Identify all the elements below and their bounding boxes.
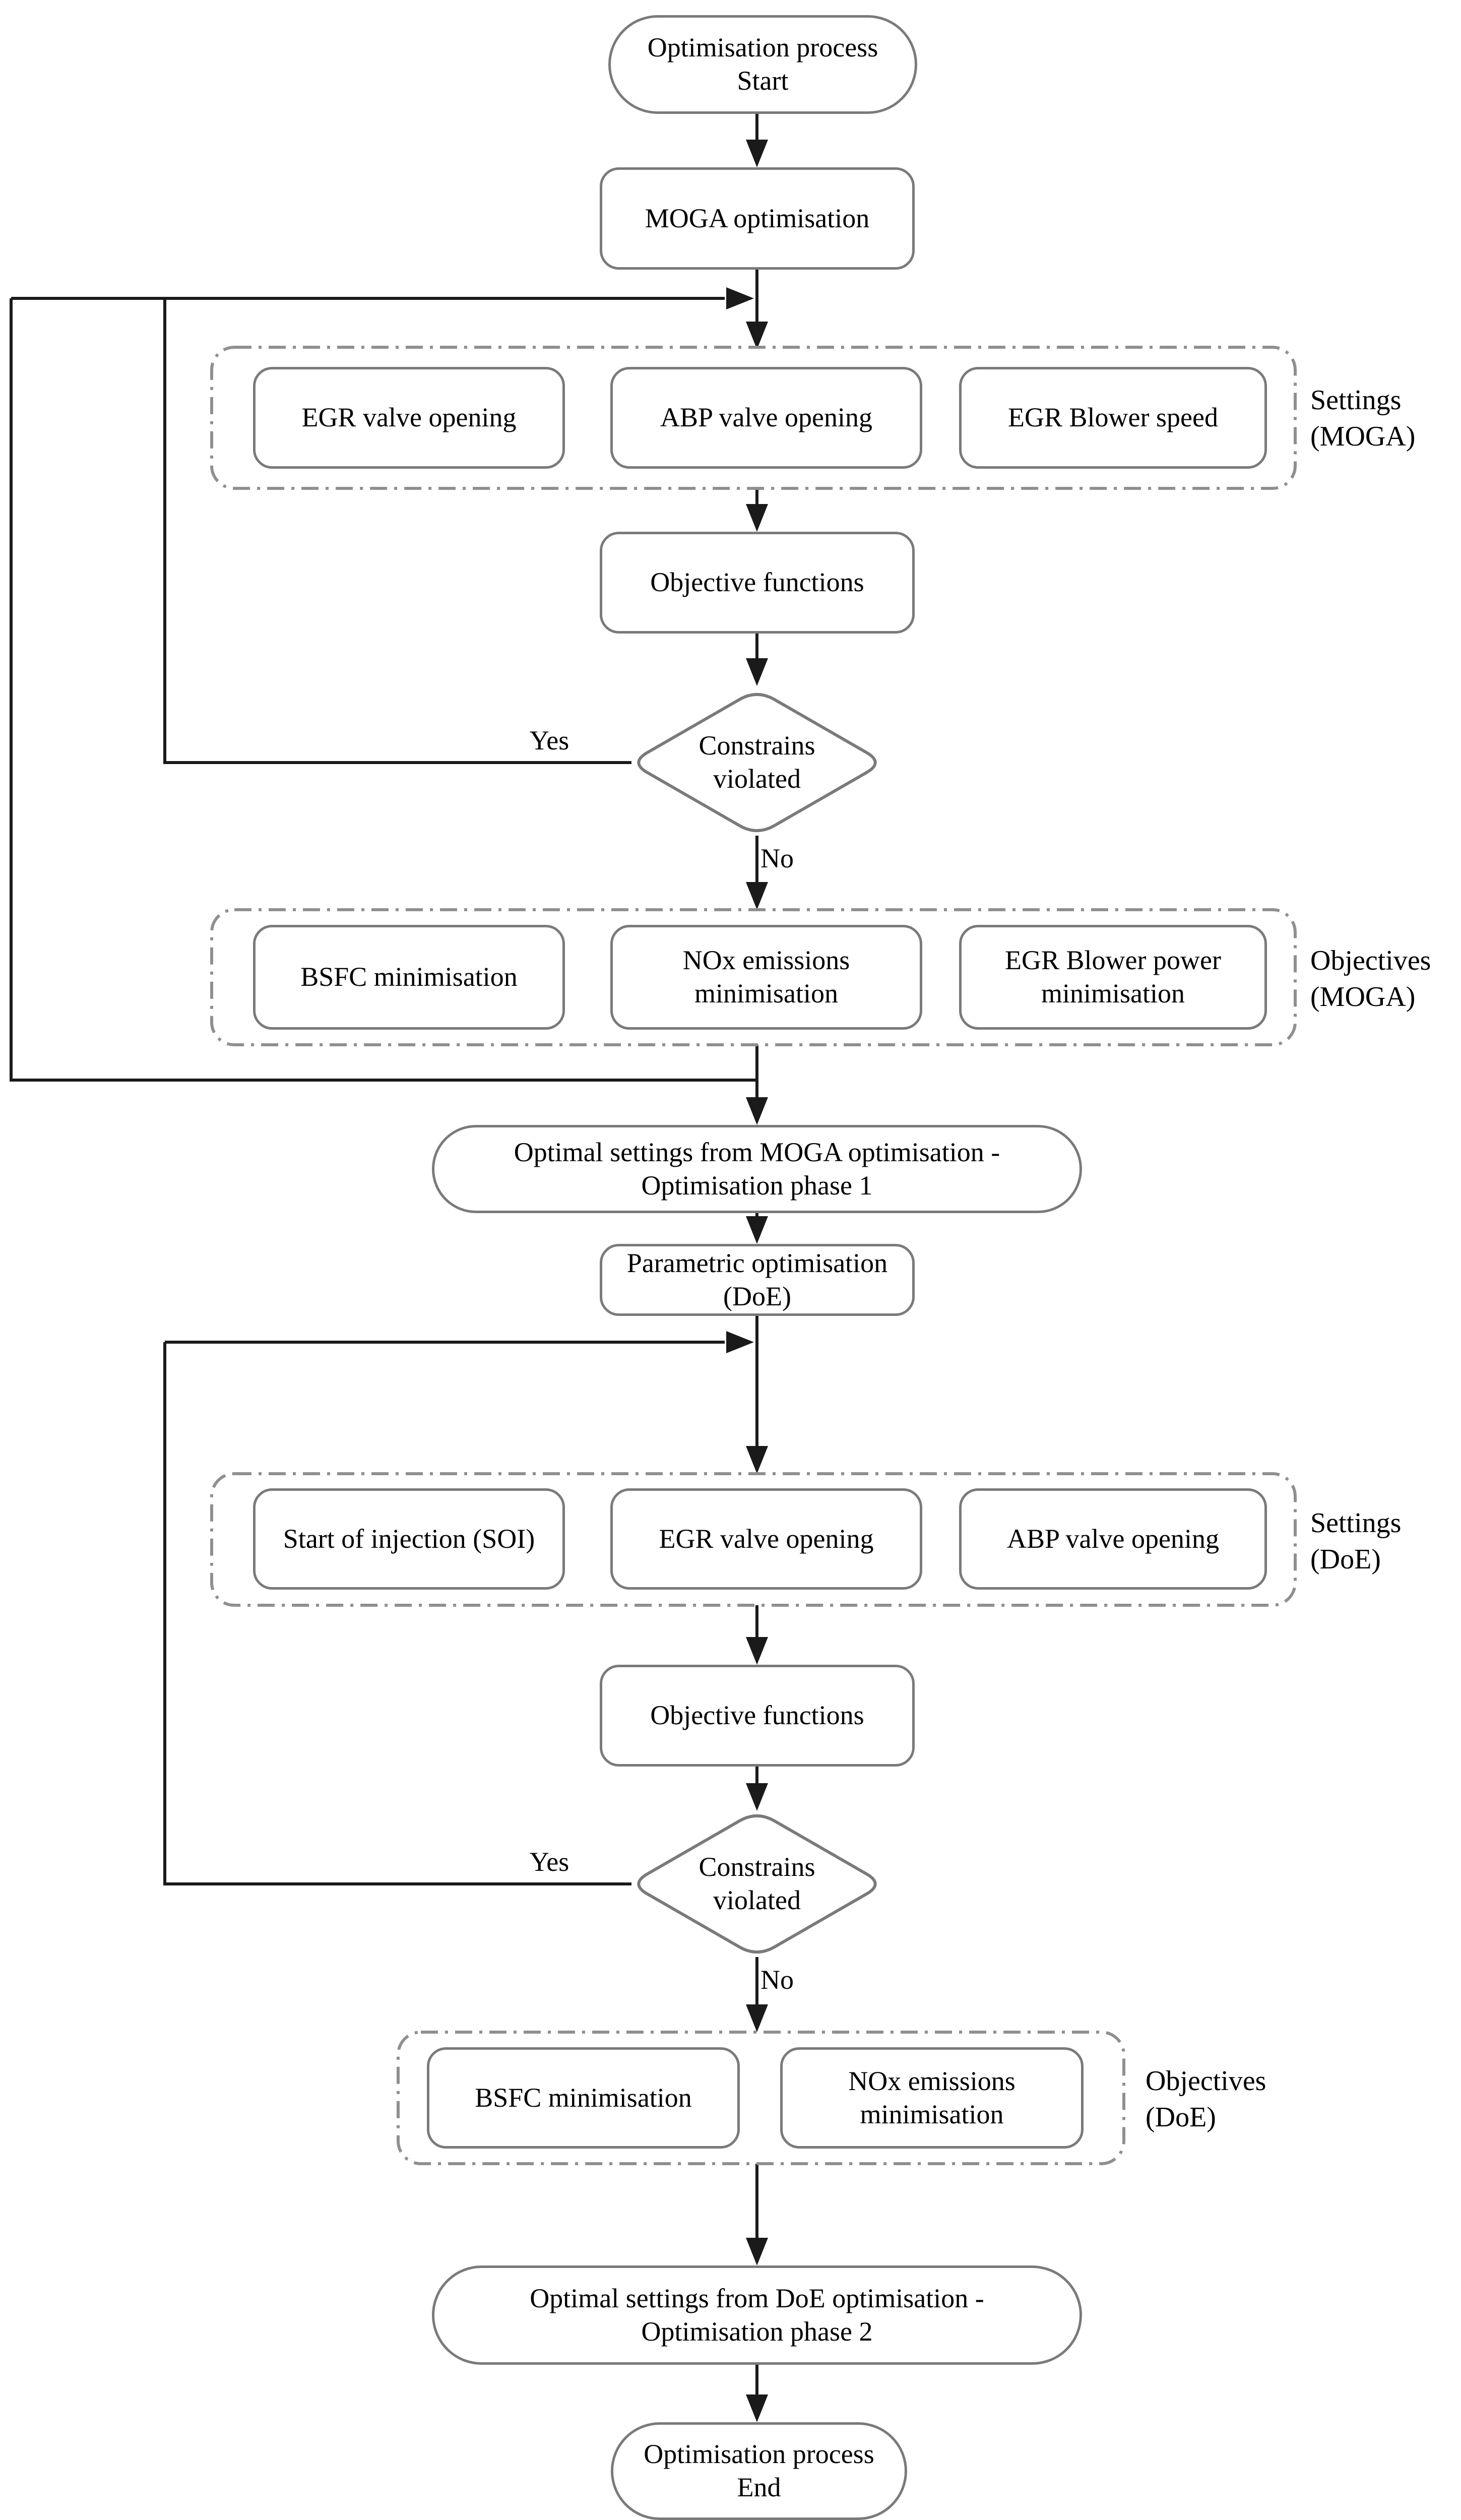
settings-doe-item-3-label: ABP valve opening [1007,1523,1219,1554]
optimal-settings-moga-node: Optimal settings from MOGA optimisation … [432,1125,1082,1213]
objective-functions-1-label: Objective functions [650,567,864,598]
settings-doe-item-3: ABP valve opening [959,1488,1267,1590]
loop-yes-2 [163,1342,631,1885]
yes-2-label: Yes [529,1847,569,1877]
objective-functions-2-label: Objective functions [650,1700,864,1731]
arrowhead-down [746,504,768,532]
parametric-optimisation-node: Parametric optimisation (DoE) [600,1244,915,1316]
moga-optimisation-label: MOGA optimisation [645,203,870,233]
settings-doe-item-1: Start of injection (SOI) [253,1488,565,1590]
objectives-moga-item-2: NOx emissions minimisation [610,925,922,1030]
arrowhead-down [746,2395,768,2422]
settings-moga-item-3-label: EGR Blower speed [1008,402,1218,433]
settings-moga-frame [210,346,1297,490]
optimal-settings-doe-node: Optimal settings from DoE optimisation -… [432,2265,1082,2365]
decision-shapes [637,693,877,1954]
end-node: Optimisation process End [611,2422,907,2520]
end-node-label: Optimisation process End [644,2439,874,2502]
objectives-doe-frame [397,2031,1125,2165]
objectives-moga-group-label: Objectives (MOGA) [1310,945,1431,1013]
no-1-label: No [760,843,794,873]
arrowhead-down [746,882,768,910]
settings-doe-frame [210,1472,1297,1607]
settings-doe-item-2-label: EGR valve opening [659,1523,874,1554]
settings-moga-item-2: ABP valve opening [610,367,922,469]
settings-doe-item-2: EGR valve opening [610,1488,922,1590]
loop-yes-1 [163,298,631,764]
flow-lines [10,114,758,2398]
arrowhead-down [746,2004,768,2032]
settings-moga-item-3: EGR Blower speed [959,367,1267,469]
objective-functions-1-node: Objective functions [600,532,915,634]
decision-2-text: Constrains violated [698,1852,815,1915]
objectives-moga-item-3: EGR Blower power minimisation [959,925,1267,1030]
objectives-doe-group-label: Objectives (DoE) [1146,2065,1266,2133]
group-frames [210,346,1297,2165]
optimal-settings-doe-label: Optimal settings from DoE optimisation -… [530,2283,984,2347]
arrowhead-down [746,322,768,349]
start-node: Optimisation process Start [608,15,917,114]
arrowhead-down [746,2238,768,2265]
yes-1-label: Yes [529,725,569,755]
objectives-doe-item-2: NOx emissions minimisation [780,2047,1084,2149]
objectives-moga-item-1-label: BSFC minimisation [300,962,518,992]
decision-1-diamond [637,693,877,832]
decision-2-diamond [637,1814,877,1954]
arrowhead-right [726,1331,754,1353]
arrowhead-down [746,1637,768,1665]
objectives-moga-item-1: BSFC minimisation [253,925,565,1030]
arrowhead-down [746,140,768,167]
parametric-optimisation-label: Parametric optimisation (DoE) [626,1247,888,1311]
arrowhead-down [746,1783,768,1811]
settings-moga-item-1-label: EGR valve opening [301,402,517,433]
objectives-moga-item-2-label: NOx emissions minimisation [682,945,850,1009]
settings-moga-group-label: Settings (MOGA) [1310,385,1416,452]
objective-functions-2-node: Objective functions [600,1665,915,1767]
objectives-doe-item-2-label: NOx emissions minimisation [848,2065,1015,2129]
optimal-settings-moga-label: Optimal settings from MOGA optimisation … [514,1137,1000,1201]
arrowheads [726,140,768,2422]
decision-1-text: Constrains violated [698,730,815,794]
arrowhead-right [726,287,754,309]
objectives-moga-frame [210,908,1297,1046]
no-2-label: No [760,1965,794,1995]
settings-doe-item-1-label: Start of injection (SOI) [283,1523,535,1554]
loop-outer-moga [10,298,757,1082]
objectives-doe-item-1: BSFC minimisation [427,2047,740,2149]
arrowhead-down [746,658,768,686]
arrowhead-down [746,1097,768,1125]
start-node-label: Optimisation process Start [647,32,878,96]
arrowhead-down [746,1216,768,1244]
moga-optimisation-node: MOGA optimisation [600,167,915,270]
settings-moga-item-1: EGR valve opening [253,367,565,469]
objectives-doe-item-1-label: BSFC minimisation [475,2082,692,2113]
settings-doe-group-label: Settings (DoE) [1310,1507,1402,1575]
objectives-moga-item-3-label: EGR Blower power minimisation [1005,945,1221,1009]
arrowhead-down [746,1446,768,1474]
settings-moga-item-2-label: ABP valve opening [660,402,872,433]
